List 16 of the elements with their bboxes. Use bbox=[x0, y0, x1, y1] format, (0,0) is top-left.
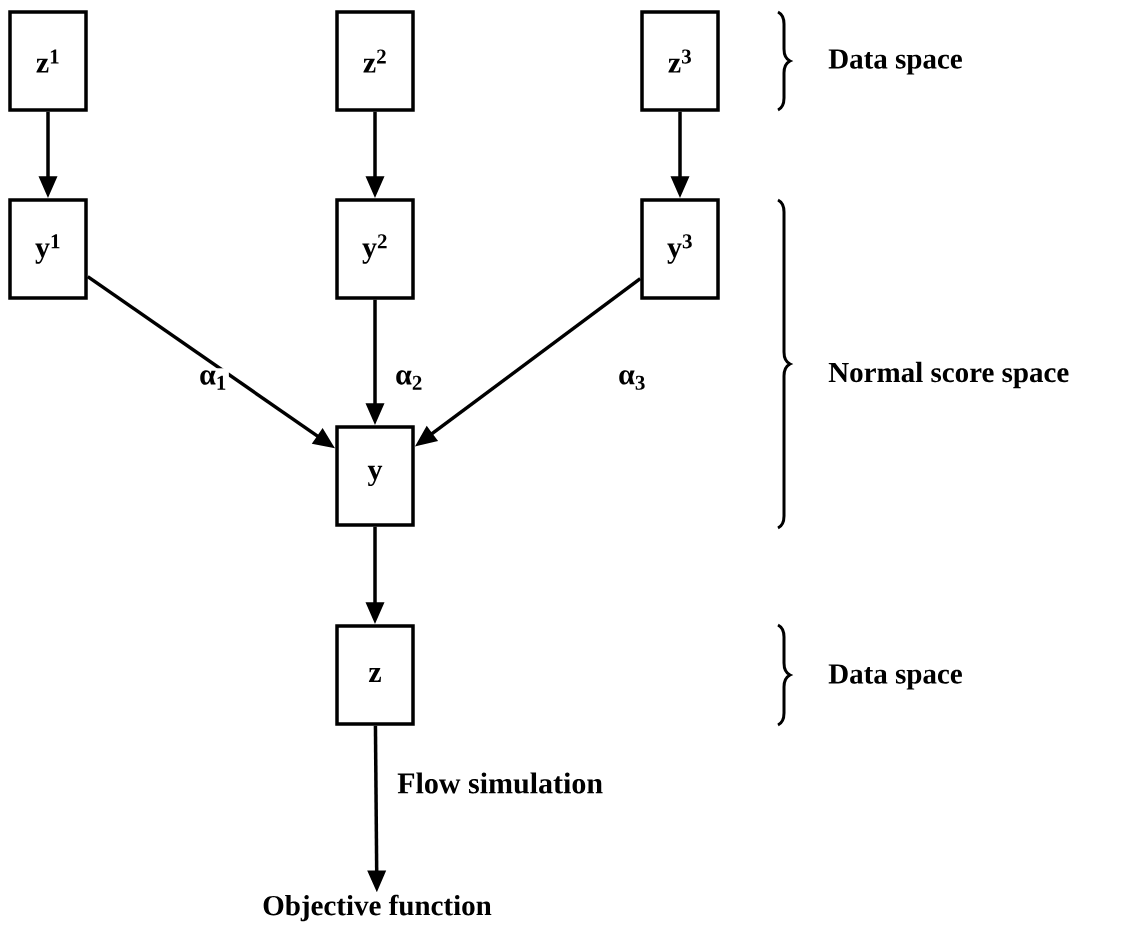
variable-box: z$^{2}$ bbox=[335, 10, 415, 112]
space-label: Data space bbox=[828, 664, 962, 690]
edge-label: Flow simulation bbox=[395, 770, 606, 796]
variable-box: z$^{1}$ bbox=[8, 10, 88, 112]
edge-label: α$_{2}$ bbox=[393, 368, 425, 392]
variable-box: z$^{3}$ bbox=[640, 10, 720, 112]
edge-label: α$_{3}$ bbox=[616, 368, 648, 392]
edge-label: α$_{1}$ bbox=[197, 368, 229, 392]
variable-box: y$^{1}$ bbox=[8, 198, 88, 300]
variable-box: y$^{3}$ bbox=[640, 198, 720, 300]
output-text: Objective function bbox=[263, 894, 492, 922]
variable-box: y bbox=[335, 425, 415, 527]
variable-box: y$^{2}$ bbox=[335, 198, 415, 300]
space-label: Normal score space bbox=[828, 361, 1069, 389]
space-label: Data space bbox=[828, 49, 962, 75]
variable-box: z bbox=[335, 624, 415, 726]
